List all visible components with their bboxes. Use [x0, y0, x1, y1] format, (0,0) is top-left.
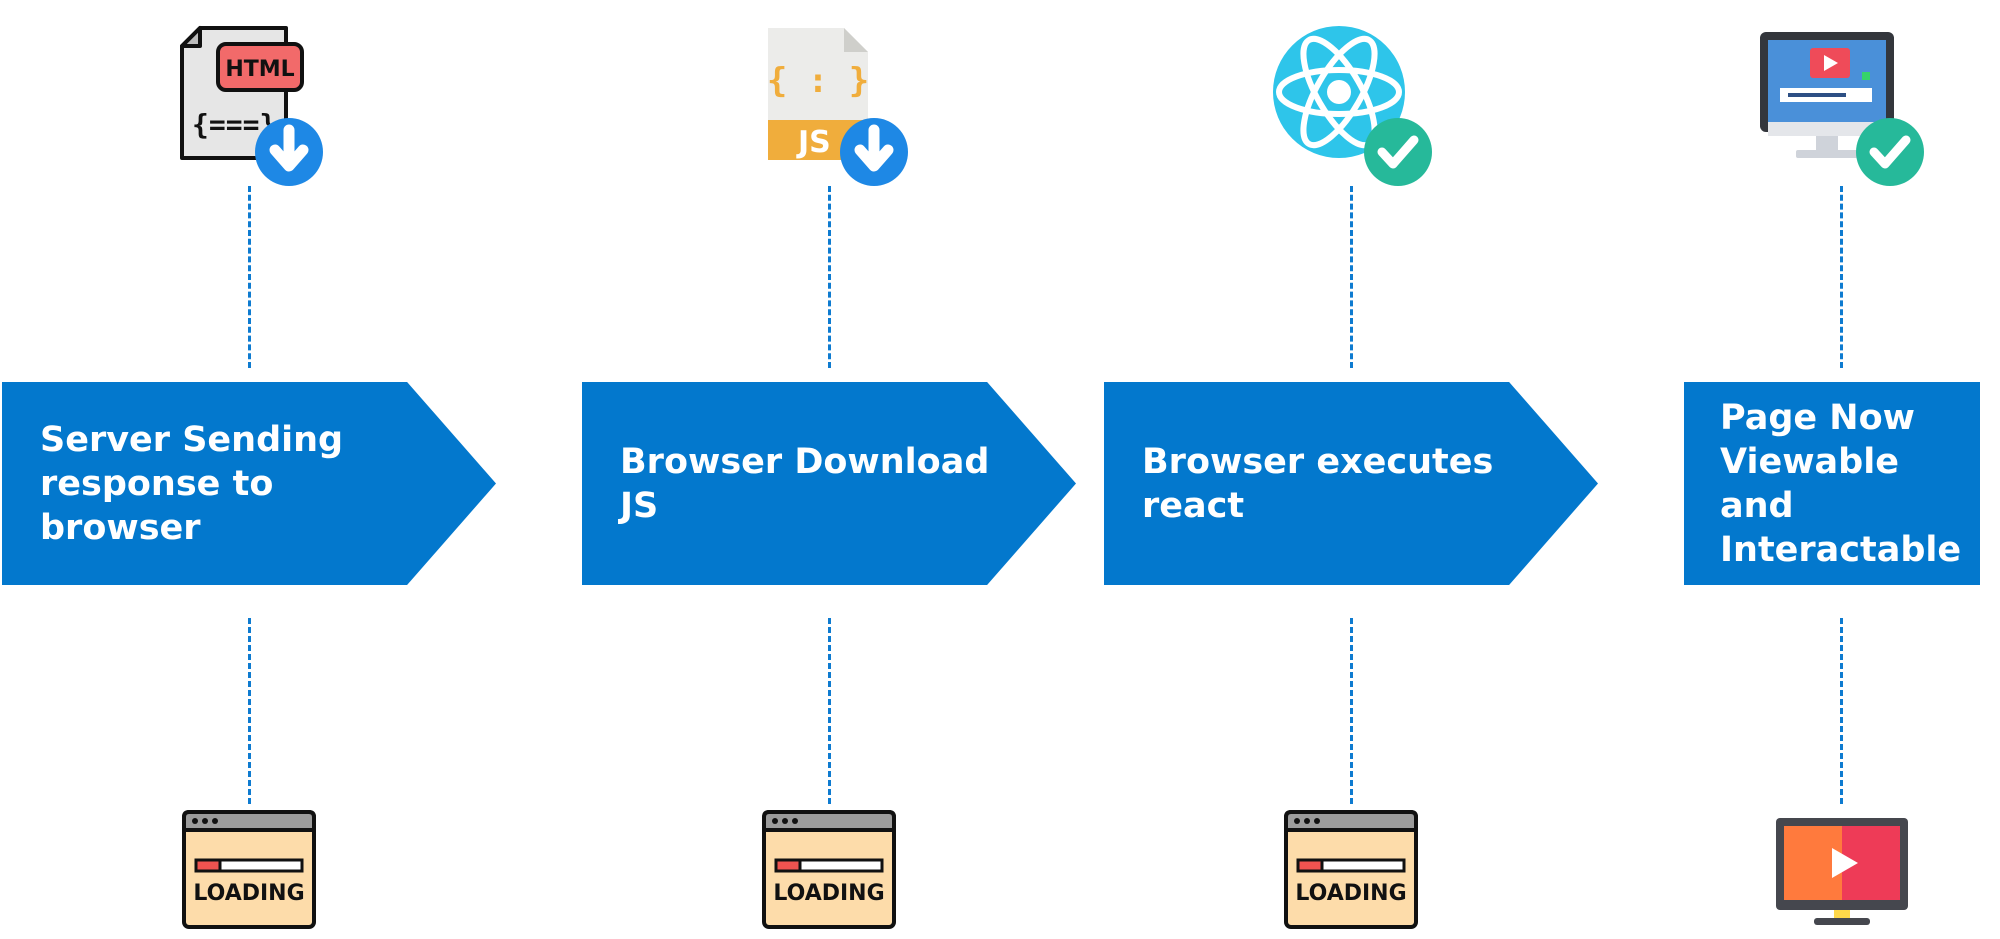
connector-bottom-2 — [828, 618, 831, 804]
js-file-text: JS — [796, 125, 831, 160]
step-3-label: Browser executes react — [1142, 441, 1494, 526]
tv-play-icon — [1776, 818, 1908, 925]
loading-window-icon-2: LOADING — [762, 810, 896, 929]
connector-top-2 — [828, 186, 831, 368]
step-4-box: Page Now Viewable and Interactable — [1684, 382, 1980, 585]
step-1-label: Server Sending response to browser — [40, 419, 344, 548]
loading-label-1: LOADING — [193, 881, 304, 906]
connector-bottom-3 — [1350, 618, 1353, 804]
loading-window-icon-3: LOADING — [1284, 810, 1418, 929]
connector-bottom-4 — [1840, 618, 1843, 804]
step-2-arrow: Browser Download JS — [582, 382, 1076, 585]
step-3-arrow: Browser executes react — [1104, 382, 1598, 585]
monitor-check-icon — [1760, 32, 1924, 186]
html-file-text: HTML — [225, 57, 294, 82]
loading-label-2: LOADING — [773, 881, 884, 906]
loading-label-3: LOADING — [1295, 881, 1406, 906]
loading-window-icon-1: LOADING — [182, 810, 316, 929]
react-logo-check-icon — [1273, 26, 1432, 186]
html-file-download-icon: HTML {===} — [180, 26, 323, 186]
step-4-label: Page Now Viewable and Interactable — [1720, 397, 1962, 570]
step-1-arrow: Server Sending response to browser — [2, 382, 496, 585]
connector-top-3 — [1350, 186, 1353, 368]
step-2-label: Browser Download JS — [620, 441, 990, 526]
connector-bottom-1 — [248, 618, 251, 804]
connector-top-1 — [248, 186, 251, 368]
connector-top-4 — [1840, 186, 1843, 368]
js-file-symbol: { : } — [767, 61, 869, 101]
js-file-download-icon: JS { : } — [767, 28, 908, 186]
